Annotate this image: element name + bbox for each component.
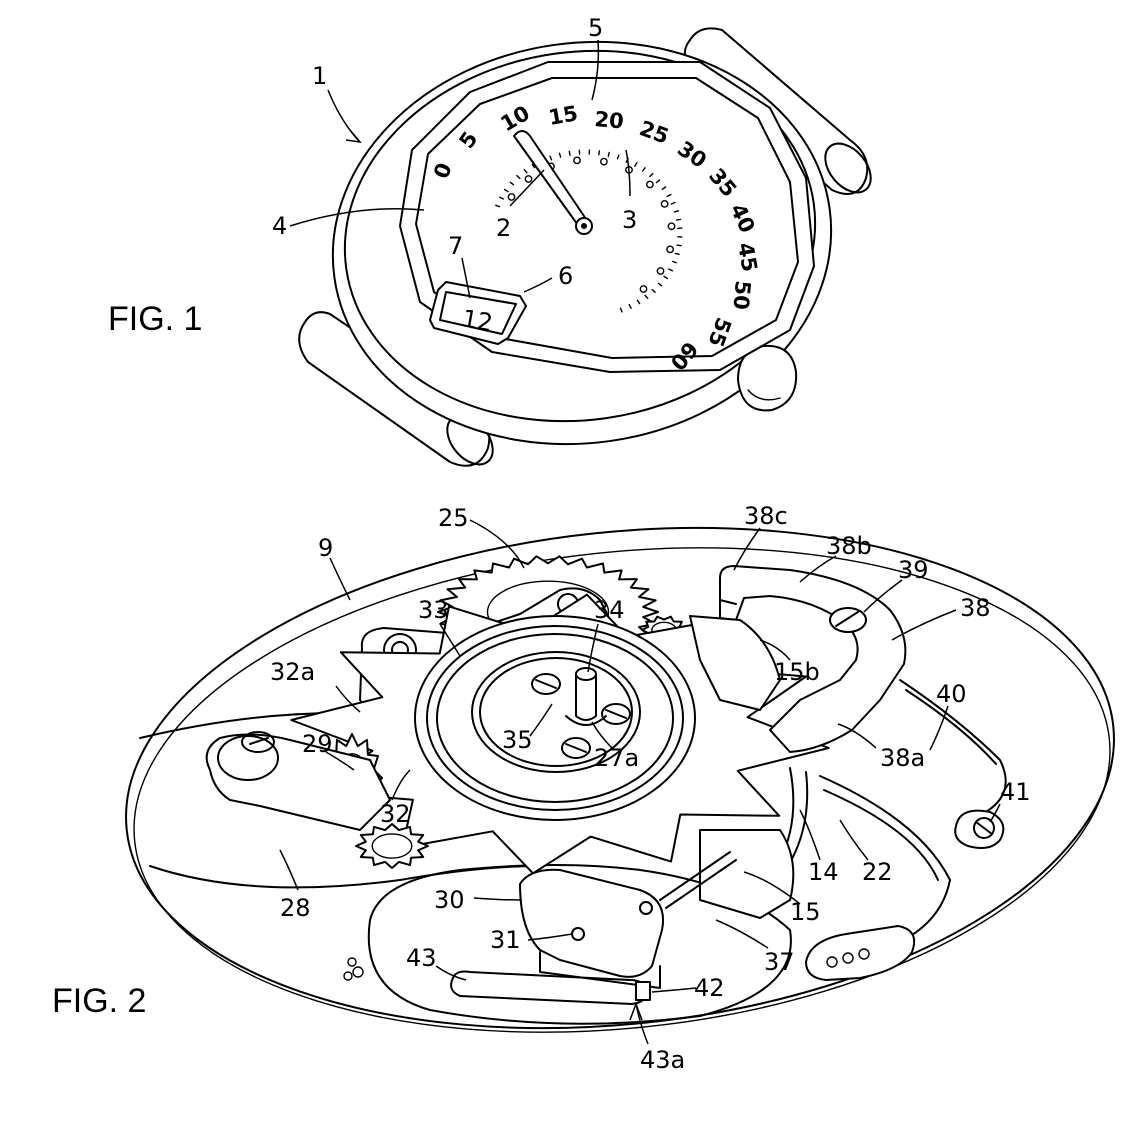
- ref-38b: 38b: [826, 532, 872, 560]
- ref-25: 25: [438, 504, 469, 532]
- ref-42: 42: [694, 974, 725, 1002]
- fig1-watch: 0 5 10 15 20 25 30 35 40 45 50 55 60 12: [108, 10, 880, 476]
- ref-39: 39: [898, 556, 929, 584]
- pin-42: [636, 982, 650, 1000]
- scale-tick: [608, 153, 609, 157]
- ref-3: 3: [622, 206, 637, 234]
- ref-4: 4: [272, 212, 287, 240]
- ref-14: 14: [808, 858, 839, 886]
- window-digit: 12: [460, 304, 495, 337]
- screw-41: [955, 811, 1003, 848]
- ref-22: 22: [862, 858, 893, 886]
- ref-15: 15: [790, 898, 821, 926]
- ref-43: 43: [406, 944, 437, 972]
- scale-tick: [677, 245, 681, 246]
- ref-32a: 32a: [270, 658, 315, 686]
- ref-34: 34: [594, 596, 625, 624]
- ref-15b: 15b: [774, 658, 820, 686]
- screw-39: [830, 608, 866, 632]
- scale-50: 50: [728, 280, 754, 311]
- ref-33: 33: [418, 596, 449, 624]
- ref-31: 31: [490, 926, 521, 954]
- center-ring-outer: [415, 616, 695, 820]
- ref-7: 7: [448, 232, 463, 260]
- ref-2: 2: [496, 214, 511, 242]
- ref-5: 5: [588, 14, 603, 42]
- ref-29: 29: [302, 730, 333, 758]
- ref-38a: 38a: [880, 744, 925, 772]
- scale-20: 20: [594, 107, 625, 133]
- ref-6: 6: [558, 262, 573, 290]
- scale-45: 45: [733, 241, 762, 274]
- ref-40: 40: [936, 680, 967, 708]
- fig2-caption: FIG. 2: [52, 982, 146, 1020]
- ref-9: 9: [318, 534, 333, 562]
- ref-41: 41: [1000, 778, 1031, 806]
- scale-tick: [677, 219, 681, 220]
- fig1-caption: FIG. 1: [108, 300, 202, 338]
- scale-tick: [599, 151, 600, 155]
- ref-37: 37: [764, 948, 795, 976]
- fig2-movement: 9 25 38c 38b 39 38 33 34 32a 15b 40 35 2…: [52, 482, 1127, 1078]
- ref-35: 35: [502, 726, 533, 754]
- scale-tick: [675, 253, 679, 254]
- ref-43a: 43a: [640, 1046, 685, 1074]
- ref-38c: 38c: [744, 502, 788, 530]
- scale-15: 15: [547, 101, 580, 130]
- ref-1: 1: [312, 62, 327, 90]
- ref-28: 28: [280, 894, 311, 922]
- ref-27a: 27a: [594, 744, 639, 772]
- ref-30: 30: [434, 886, 465, 914]
- ref-38: 38: [960, 594, 991, 622]
- scale-tick: [569, 151, 570, 155]
- ref-32: 32: [380, 800, 411, 828]
